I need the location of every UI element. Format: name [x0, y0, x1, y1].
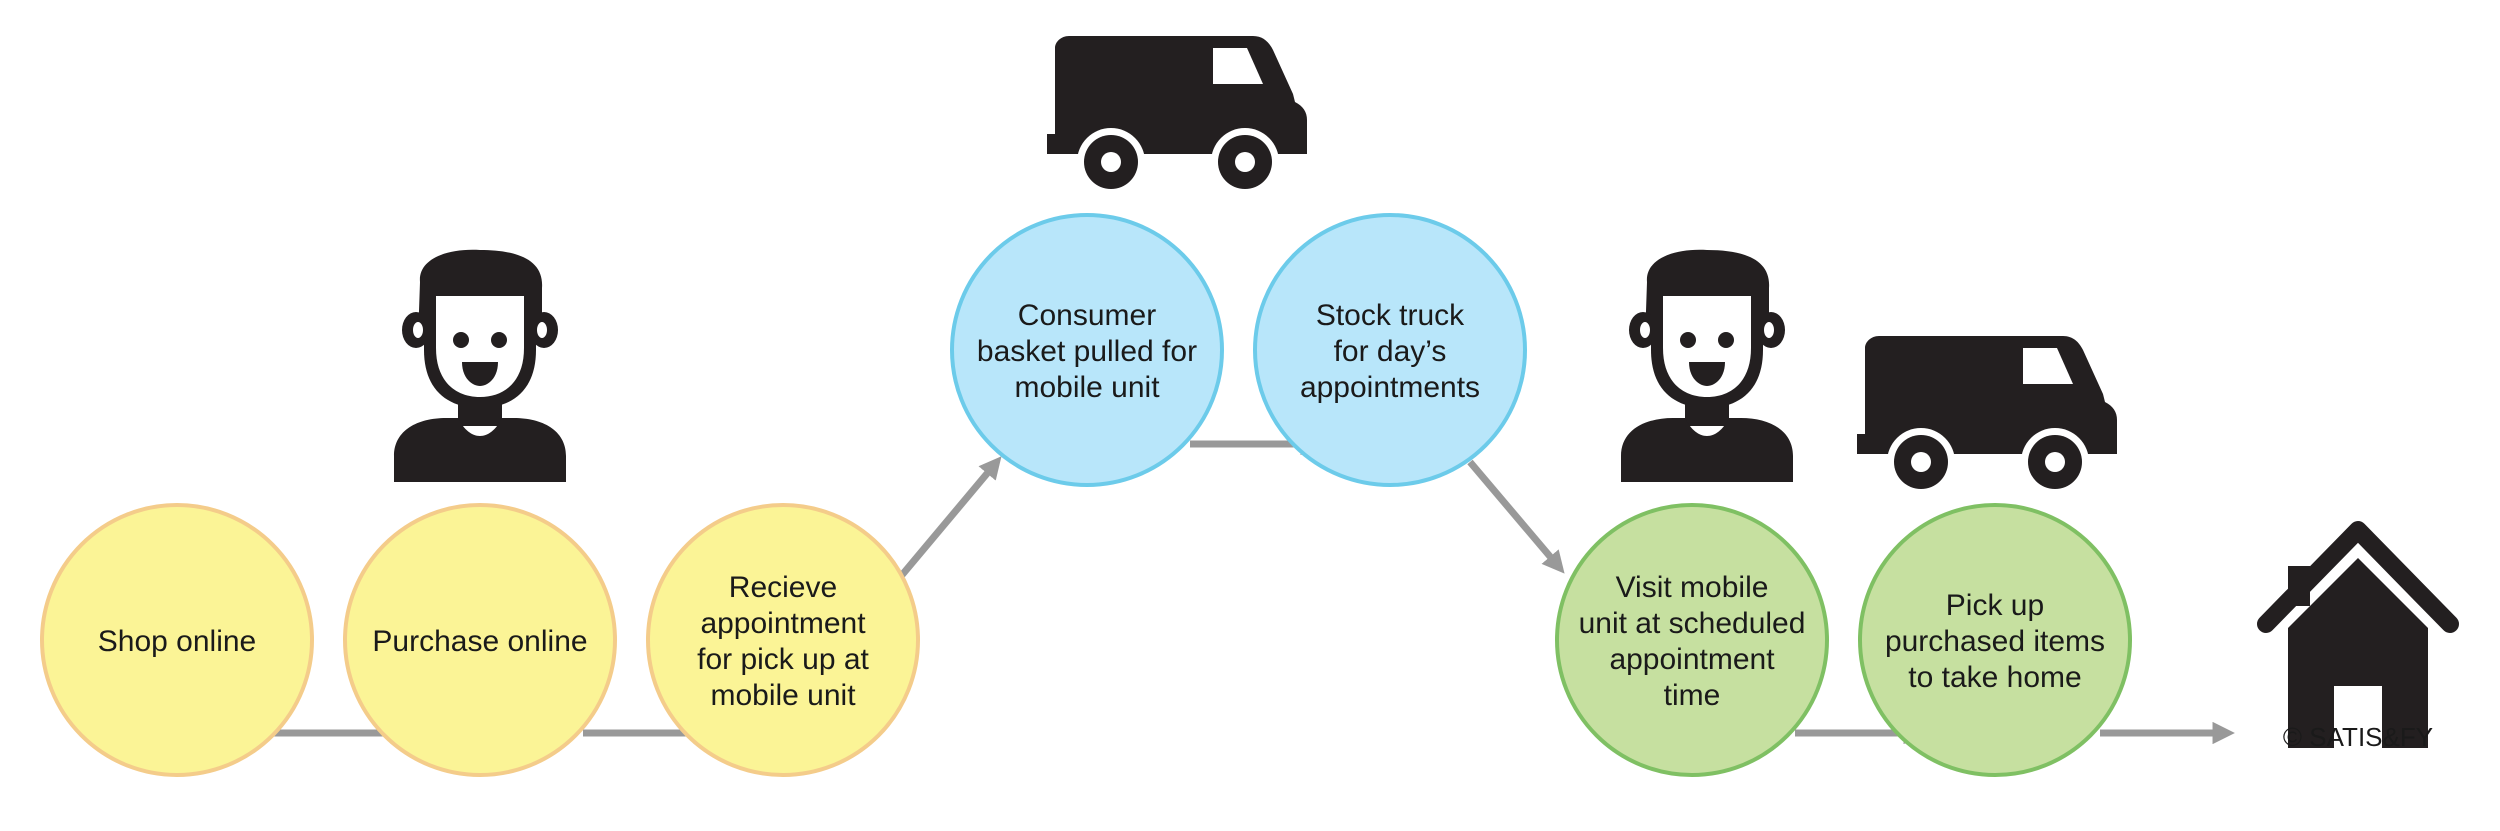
step-circle [1555, 503, 1829, 777]
step-label-line: unit at scheduled [1579, 607, 1806, 640]
step-label-line: Consumer [1018, 299, 1156, 332]
step-circle [1858, 503, 2132, 777]
truck-icon [1047, 36, 1307, 196]
step-label-line: mobile unit [710, 679, 856, 712]
step-label-line: Visit mobile [1616, 571, 1769, 604]
step-label-line: purchased items [1885, 625, 2105, 658]
step-label-line: Stock truck [1316, 299, 1465, 332]
step-label-line: to take home [1908, 661, 2081, 694]
step-circle [646, 503, 920, 777]
step-node-1: Shop online [40, 503, 314, 777]
flow-arrow-5 [1467, 459, 1565, 574]
step-label-line: time [1664, 679, 1721, 712]
truck-icon [1857, 336, 2117, 496]
step-label-line: appointment [700, 607, 866, 640]
step-label-line: basket pulled for [977, 335, 1197, 368]
step-label-line: for pick up at [697, 643, 869, 676]
step-label-line: appointment [1609, 643, 1775, 676]
step-label-line: for day’s [1334, 335, 1447, 368]
house-icon [2266, 530, 2450, 748]
step-label-line: Purchase online [372, 625, 587, 658]
step-label-line: mobile unit [1014, 371, 1160, 404]
step-label-line: Pick up [1946, 589, 2044, 622]
step-circle [40, 503, 314, 777]
step-circle [1253, 213, 1527, 487]
flow-arrow-3 [899, 456, 1002, 578]
person-icon [1621, 249, 1793, 482]
step-label-line: Shop online [98, 625, 256, 658]
step-label-line: Recieve [729, 571, 837, 604]
copyright-notice: © SATIS&FY [2283, 722, 2433, 752]
step-label-line: appointments [1300, 371, 1480, 404]
step-circle [950, 213, 1224, 487]
step-circle [343, 503, 617, 777]
person-icon [394, 249, 566, 482]
step-node-2: Purchase online [343, 503, 617, 777]
